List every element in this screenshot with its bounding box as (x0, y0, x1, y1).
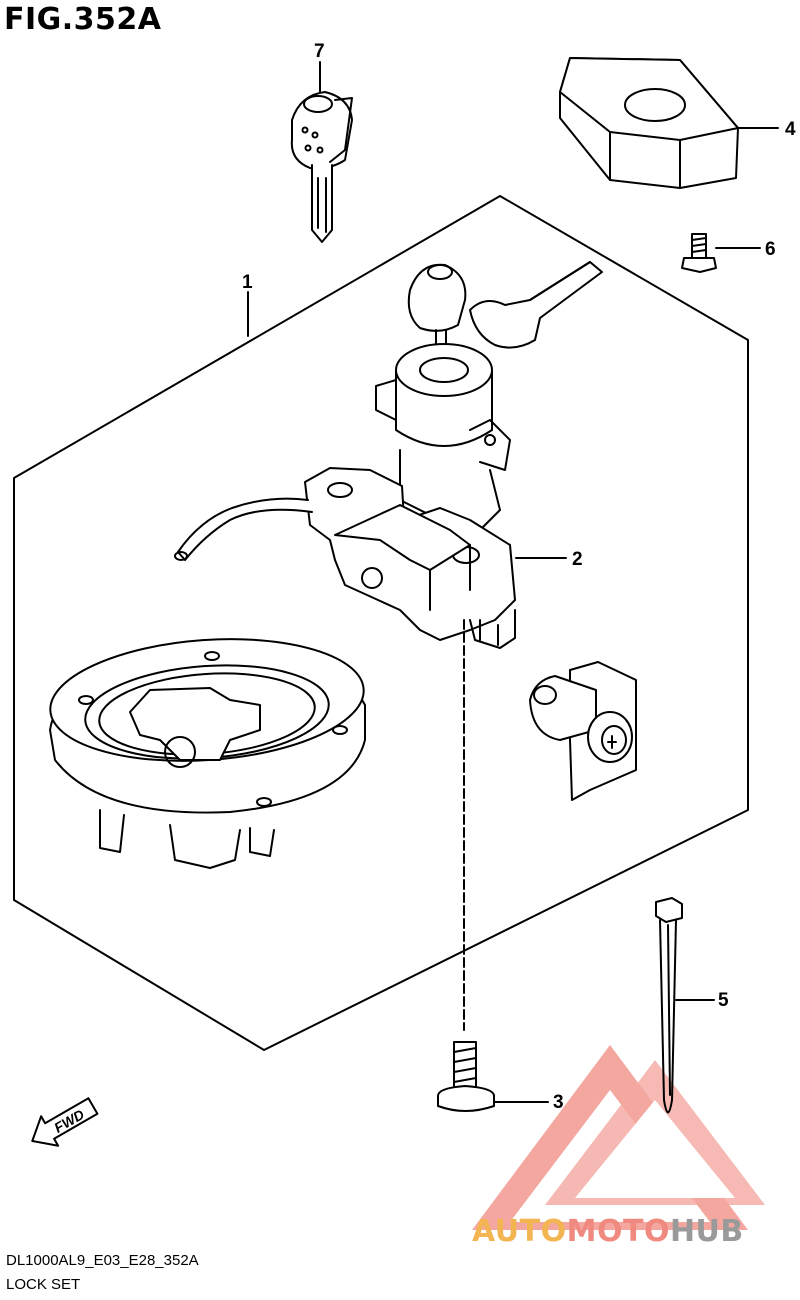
watermark-brand: AUTOMOTOHUB (472, 1214, 744, 1249)
watermark-part-moto: MOTO (566, 1214, 670, 1249)
watermark-logo-icon (472, 1045, 765, 1230)
lock-cover-pad-icon (559, 57, 779, 189)
watermark-part-auto: AUTO (472, 1214, 567, 1249)
cable-tie-icon (655, 897, 715, 1114)
callout-4: 4 (785, 119, 796, 140)
callout-6: 6 (765, 239, 776, 260)
lock-set-outline (13, 195, 749, 1051)
figure-title: FIG.352A (4, 2, 162, 37)
callout-1: 1 (242, 272, 253, 293)
seat-lock-icon (529, 661, 637, 801)
ignition-switch-icon (174, 261, 603, 649)
callout-3: 3 (553, 1092, 564, 1113)
fuel-cap-lock-icon (49, 638, 366, 869)
key-icon (290, 61, 353, 243)
watermark-part-hub: HUB (669, 1214, 744, 1249)
drawing-caption: LOCK SET (6, 1276, 81, 1293)
callout-5: 5 (718, 990, 729, 1011)
callout-2: 2 (572, 549, 583, 570)
drawing-code: DL1000AL9_E03_E28_352A (6, 1252, 199, 1269)
fwd-arrow-icon: FWD (31, 1097, 99, 1147)
callout-7: 7 (314, 41, 325, 62)
screw-icon (437, 1041, 549, 1112)
bolt-icon (681, 233, 761, 273)
